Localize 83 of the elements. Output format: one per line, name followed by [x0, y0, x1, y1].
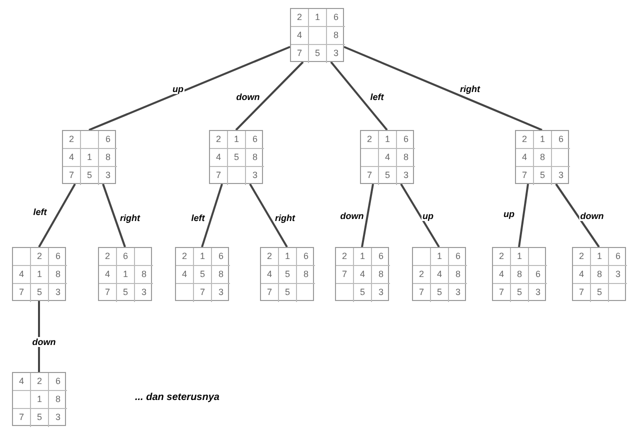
- connector-line: [38, 301, 40, 372]
- connector-line: [102, 184, 126, 248]
- puzzle-grid: [209, 130, 263, 184]
- puzzle-row: 2 1 6: [573, 248, 625, 266]
- puzzle-row: 2 6: [99, 248, 151, 266]
- puzzle-row: 4 5 8: [261, 266, 313, 284]
- puzzle-row: 2 4 8: [413, 266, 465, 284]
- edge-label: left: [190, 213, 206, 223]
- puzzle-row: 7 5 3: [13, 409, 65, 427]
- puzzle-row: 2 1 6: [361, 131, 413, 149]
- connector-line: [330, 61, 388, 131]
- puzzle-grid: [515, 130, 569, 184]
- puzzle-grid: [572, 247, 626, 301]
- puzzle-row: 7 5: [261, 284, 313, 302]
- puzzle-row: 2 6: [13, 248, 65, 266]
- edge-label: up: [502, 209, 516, 219]
- puzzle-row: 1 8: [13, 391, 65, 409]
- edge-label: up: [422, 211, 434, 221]
- connector-line: [249, 184, 288, 248]
- puzzle-grid: [335, 247, 389, 301]
- puzzle-grid: [260, 247, 314, 301]
- connector-line: [38, 184, 76, 248]
- connector-line: [201, 184, 223, 248]
- edge-label: down: [235, 92, 261, 102]
- connector-line: [88, 46, 290, 131]
- puzzle-row: 7 5 3: [291, 45, 343, 63]
- connector-line: [400, 183, 440, 248]
- puzzle-grid: [12, 247, 66, 301]
- puzzle-row: 4 5 8: [210, 149, 262, 167]
- edge-label: up: [172, 84, 184, 94]
- puzzle-row: 7 5 3: [413, 284, 465, 302]
- note-text: ... dan seterusnya: [135, 392, 220, 403]
- puzzle-row: 4 8 6: [493, 266, 545, 284]
- puzzle-row: 7 3: [210, 167, 262, 185]
- puzzle-row: 2 1 6: [291, 9, 343, 27]
- puzzle-row: 4 8: [516, 149, 568, 167]
- puzzle-row: 7 5 3: [13, 284, 65, 302]
- puzzle-row: 4 5 8: [176, 266, 228, 284]
- puzzle-row: 7 5 3: [99, 284, 151, 302]
- puzzle-row: 7 4 8: [336, 266, 388, 284]
- connector-line: [555, 183, 600, 248]
- puzzle-row: 1 6: [413, 248, 465, 266]
- puzzle-row: 2 1 6: [176, 248, 228, 266]
- puzzle-row: 4 8: [361, 149, 413, 167]
- puzzle-grid: [62, 130, 116, 184]
- puzzle-grid: [360, 130, 414, 184]
- connector-line: [344, 46, 542, 131]
- puzzle-row: 7 5 3: [63, 167, 115, 185]
- puzzle-row: 2 1 6: [210, 131, 262, 149]
- puzzle-row: 7 5 3: [493, 284, 545, 302]
- puzzle-grid: [12, 372, 66, 426]
- puzzle-row: 2 1: [493, 248, 545, 266]
- edge-label: down: [579, 211, 605, 221]
- puzzle-grid: [290, 8, 344, 62]
- puzzle-row: 7 5 3: [516, 167, 568, 185]
- puzzle-grid: [175, 247, 229, 301]
- puzzle-row: 5 3: [336, 284, 388, 302]
- edge-label: down: [31, 337, 57, 347]
- puzzle-row: 4 8: [291, 27, 343, 45]
- puzzle-row: 4 1 8: [13, 266, 65, 284]
- edge-label: left: [32, 207, 48, 217]
- connector-line: [235, 61, 304, 131]
- edge-label: down: [339, 211, 365, 221]
- puzzle-row: 7 5: [573, 284, 625, 302]
- puzzle-row: 4 1 8: [99, 266, 151, 284]
- puzzle-row: 2 1 6: [336, 248, 388, 266]
- edge-label: left: [369, 92, 385, 102]
- puzzle-row: 7 3: [176, 284, 228, 302]
- puzzle-grid: [98, 247, 152, 301]
- puzzle-row: 2 1 6: [261, 248, 313, 266]
- puzzle-grid: [412, 247, 466, 301]
- puzzle-row: 2 1 6: [516, 131, 568, 149]
- puzzle-row: 4 2 6: [13, 373, 65, 391]
- edge-label: right: [274, 213, 296, 223]
- edge-label: right: [459, 84, 481, 94]
- edge-label: right: [119, 213, 141, 223]
- connector-line: [518, 184, 529, 248]
- connector-line: [361, 184, 374, 248]
- puzzle-row: 7 5 3: [361, 167, 413, 185]
- puzzle-row: 4 8 3: [573, 266, 625, 284]
- puzzle-row: 4 1 8: [63, 149, 115, 167]
- puzzle-grid: [492, 247, 546, 301]
- puzzle-row: 2 6: [63, 131, 115, 149]
